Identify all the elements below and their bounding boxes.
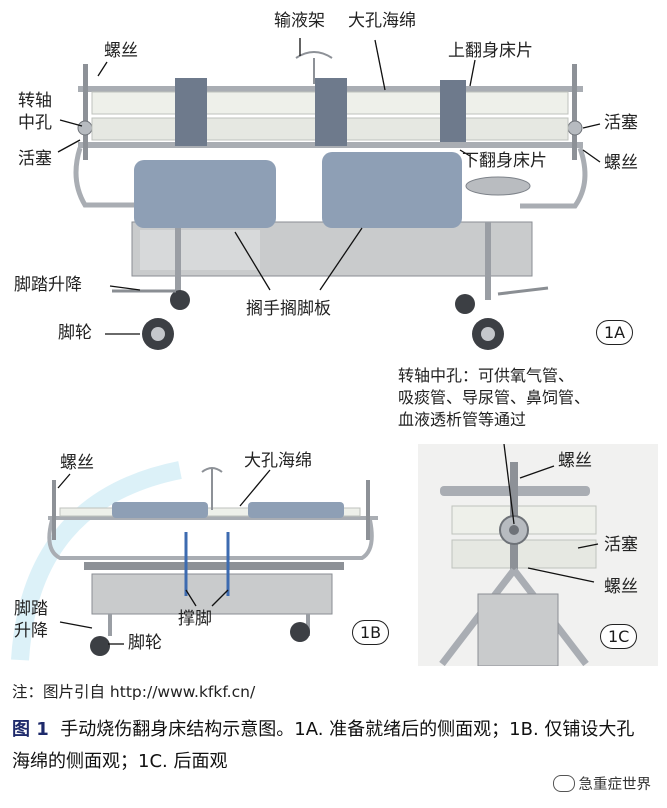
label-1c-screw-bottom: 螺丝	[604, 577, 638, 597]
label-foot-pedal-lift: 脚踏升降	[14, 275, 82, 295]
figure-1c-panel: 螺丝 活塞 螺丝 1C	[418, 444, 658, 666]
pivot-note-line-1: 转轴中孔：可供氧气管、	[398, 366, 575, 385]
caption-figure-number: 图 1	[12, 719, 49, 740]
label-1b-support-leg: 撑脚	[178, 609, 212, 629]
figure-1c-illustration	[439, 444, 599, 666]
figure-1a-panel: 螺丝 输液架 大孔海绵 上翻身床片 转轴 中孔 活塞 活塞 螺丝 下翻身床片 脚…	[0, 0, 667, 362]
label-large-hole-sponge: 大孔海绵	[348, 11, 416, 31]
label-1b-foot-pedal-lift-line2: 升降	[14, 621, 48, 641]
label-1b-large-hole-sponge: 大孔海绵	[244, 451, 312, 471]
figure-1b-panel: 螺丝 大孔海绵 脚踏 升降 脚轮 撑脚 1B	[0, 440, 400, 666]
label-1b-casters: 脚轮	[128, 633, 162, 653]
figure-caption: 图 1 手动烧伤翻身床结构示意图。1A. 准备就绪后的侧面观；1B. 仅铺设大孔…	[12, 714, 652, 778]
label-casters: 脚轮	[58, 323, 92, 343]
label-pivot-center-hole-line2: 中孔	[18, 113, 52, 133]
label-lower-flip-board: 下翻身床片	[462, 151, 547, 171]
label-upper-flip-board: 上翻身床片	[448, 41, 533, 61]
figure-1b-illustration	[11, 461, 378, 661]
pivot-note-line-3: 血液透析管等通过	[398, 410, 527, 429]
label-1c-screw-top: 螺丝	[558, 451, 592, 471]
pivot-note-line-2: 吸痰管、导尿管、鼻饲管、	[398, 388, 591, 407]
label-iv-pole: 输液架	[274, 11, 325, 31]
label-pivot-center-hole-line1: 转轴	[18, 91, 52, 111]
label-piston-right: 活塞	[604, 113, 638, 133]
label-1b-screw: 螺丝	[60, 453, 94, 473]
label-arm-foot-rest-board: 搁手搁脚板	[246, 299, 331, 319]
figure-1a-illustration	[57, 38, 601, 350]
figure-1c-badge: 1C	[600, 624, 638, 649]
source-note: 注：图片引自 http://www.kfkf.cn/	[12, 683, 256, 701]
label-screw-top-left: 螺丝	[104, 41, 138, 61]
watermark: 急重症世界	[552, 773, 652, 794]
label-1c-piston: 活塞	[604, 535, 638, 555]
watermark-text: 急重症世界	[578, 777, 652, 793]
label-screw-right: 螺丝	[604, 153, 638, 173]
wechat-icon	[552, 775, 575, 792]
figure-1a-badge: 1A	[596, 320, 634, 345]
caption-text: 手动烧伤翻身床结构示意图。1A. 准备就绪后的侧面观；1B. 仅铺设大孔海绵的侧…	[12, 719, 635, 772]
label-piston-left: 活塞	[18, 149, 52, 169]
figure-1b-badge: 1B	[352, 620, 390, 645]
label-1b-foot-pedal-lift-line1: 脚踏	[14, 599, 48, 619]
